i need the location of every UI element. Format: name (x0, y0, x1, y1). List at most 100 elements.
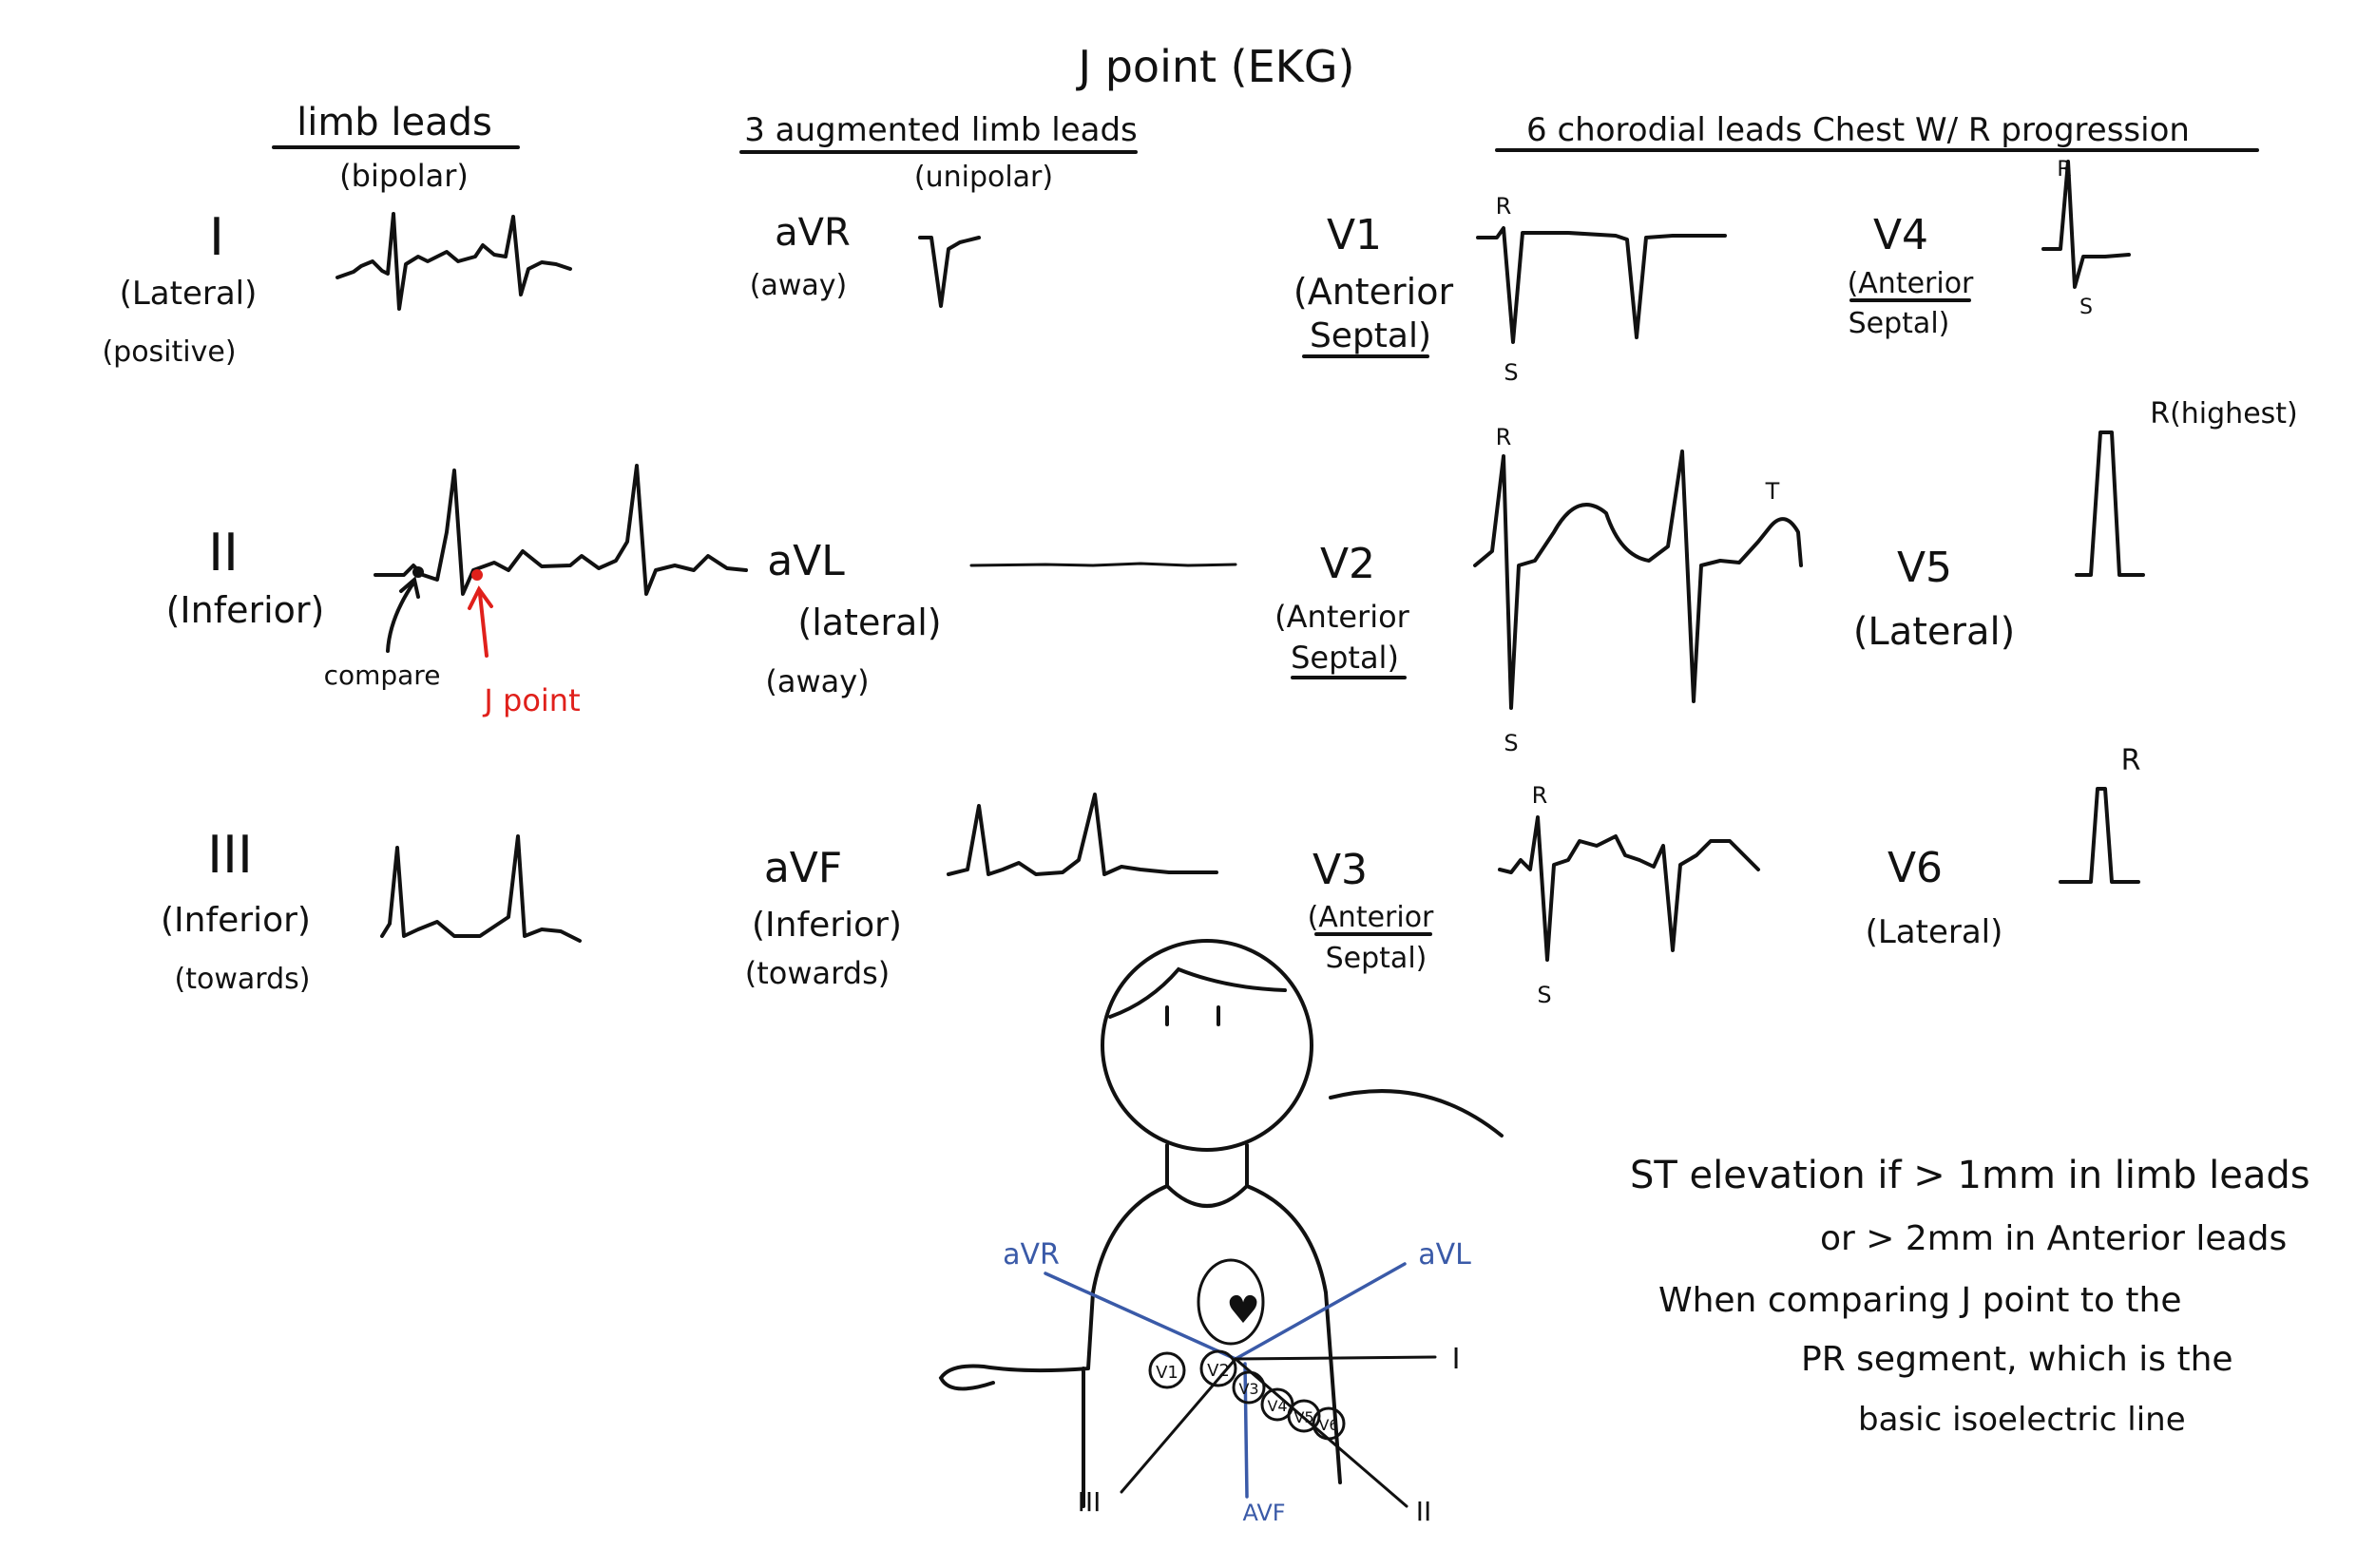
lead-V1-r-label: R (1496, 193, 1512, 220)
lead-aVF-desc1: (Inferior) (752, 906, 902, 945)
lead-III-desc1: (Inferior) (161, 901, 311, 940)
axis-II-label: II (1416, 1496, 1432, 1527)
compare-arrow (386, 576, 420, 653)
lead-V3-r-label: R (1532, 782, 1548, 809)
lead-aVF-desc2: (towards) (745, 955, 890, 991)
lead-V4-waveform (2041, 160, 2131, 289)
lead-V5-waveform (2075, 430, 2145, 577)
lead-V6-desc1: (Lateral) (1866, 913, 2003, 951)
lead-V3-desc2: Septal) (1326, 942, 1428, 975)
lead-III-desc2: (towards) (175, 963, 311, 996)
lead-V2-t-label: T (1765, 478, 1780, 505)
heart-outline (1197, 1258, 1265, 1346)
axis-I-label: I (1452, 1343, 1461, 1376)
neck (1165, 1143, 1249, 1188)
axis-III (1120, 1357, 1237, 1494)
lead-aVF-label: aVF (764, 844, 842, 892)
lead-V6-waveform (2059, 787, 2140, 884)
note-line-3: When comparing J point to the (1658, 1281, 2182, 1320)
axis-aVF-label: AVF (1242, 1500, 1285, 1526)
note-line-5: basic isoelectric line (1858, 1401, 2186, 1439)
lead-II-waveform (374, 464, 748, 596)
lead-V2-label: V2 (1320, 540, 1375, 588)
lead-III-waveform (380, 834, 582, 943)
lead-aVL-label: aVL (767, 537, 845, 585)
head (1101, 939, 1313, 1152)
lead-V6-label: V6 (1887, 844, 1943, 892)
electrode-V5-label: V5 (1293, 1408, 1313, 1426)
collar (1165, 1184, 1249, 1208)
lead-V2-r-label: R (1496, 424, 1512, 450)
lead-V6-r-label: R (2121, 744, 2141, 777)
lead-aVF-waveform (947, 793, 1218, 876)
electrode-V2 (1199, 1349, 1237, 1387)
axis-aVL-label: aVL (1418, 1238, 1471, 1272)
lead-II-desc1: (Inferior) (166, 589, 325, 631)
lead-II-label: II (208, 523, 239, 583)
electrode-V1 (1148, 1351, 1186, 1389)
lead-V1-label: V1 (1327, 211, 1382, 259)
lead-V2-desc2: Septal) (1291, 640, 1399, 676)
jpoint-arrow (468, 585, 493, 658)
lead-I-waveform (335, 212, 572, 311)
header-chest-leads: 6 chorodial leads Chest W/ R progression (1526, 111, 2190, 149)
lead-I-desc2: (positive) (102, 335, 236, 369)
lead-I-desc1: (Lateral) (120, 275, 258, 313)
lead-V3-desc1: (Anterior (1308, 901, 1434, 934)
lead-III-label: III (207, 825, 253, 885)
lead-V5-label: V5 (1897, 544, 1952, 592)
lead-V1-waveform (1476, 226, 1727, 344)
lead-V4-desc2: Septal) (1849, 307, 1950, 340)
electrode-V6 (1312, 1406, 1346, 1441)
jpoint-label: J point (482, 682, 580, 718)
electrode-V3-label: V3 (1238, 1380, 1258, 1398)
header-limb-sub: (bipolar) (339, 158, 469, 194)
lead-II-compare-dot (412, 566, 424, 578)
lead-V4-label: V4 (1873, 211, 1928, 259)
lead-II-jpoint-dot (471, 569, 483, 581)
lead-V3-label: V3 (1313, 846, 1368, 894)
lead-V4-desc1: (Anterior (1848, 267, 1974, 300)
axis-aVR-label: aVR (1003, 1238, 1060, 1272)
hair (1108, 966, 1287, 1019)
electrode-V5 (1287, 1399, 1321, 1433)
compare-label: compare (324, 660, 441, 691)
torso-right (1245, 1184, 1342, 1484)
torso-left (938, 1184, 1169, 1508)
lead-V1-desc1: (Anterior (1293, 271, 1454, 313)
lead-V5-desc1: (Lateral) (1853, 610, 2015, 654)
arm-curve (1329, 1089, 1504, 1138)
header-augmented-leads: 3 augmented limb leads (744, 111, 1138, 149)
note-line-1: ST elevation if > 1mm in limb leads (1630, 1154, 2310, 1197)
axis-aVR (1044, 1272, 1237, 1361)
electrode-V6-label: V6 (1318, 1416, 1338, 1434)
lead-V5-r-label: R(highest) (2150, 397, 2298, 430)
page-title: J point (EKG) (1076, 41, 1355, 92)
axis-I (1234, 1355, 1437, 1361)
lead-V3-waveform (1498, 815, 1760, 962)
lead-aVL-waveform (969, 562, 1237, 567)
lead-V4-r-label: R (2057, 158, 2071, 182)
lead-V3-s-label: S (1537, 982, 1551, 1008)
lead-V1-s-label: S (1504, 359, 1518, 386)
note-line-2: or > 2mm in Anterior leads (1820, 1219, 2287, 1258)
body-figure (938, 939, 1504, 1508)
axis-aVL (1234, 1262, 1407, 1361)
electrode-V2-label: V2 (1207, 1361, 1230, 1381)
note-line-4: PR segment, which is the (1801, 1340, 2233, 1379)
lead-I-label: I (209, 207, 224, 267)
electrode-V4-label: V4 (1267, 1397, 1287, 1415)
lead-aVL-desc2: (away) (765, 663, 869, 699)
lead-V2-s-label: S (1504, 730, 1518, 756)
lead-V1-desc2: Septal) (1310, 316, 1431, 355)
lead-V2-desc1: (Anterior (1274, 599, 1410, 635)
axis-III-label: III (1078, 1486, 1102, 1518)
header-augmented-sub: (unipolar) (914, 161, 1053, 194)
lead-V4-s-label: S (2079, 296, 2093, 319)
lead-V2-waveform (1473, 449, 1803, 710)
heart-icon: ♥ (1226, 1289, 1260, 1332)
lead-aVR-desc1: (away) (750, 269, 847, 302)
axis-aVF (1243, 1362, 1249, 1499)
electrode-V1-label: V1 (1156, 1363, 1178, 1383)
